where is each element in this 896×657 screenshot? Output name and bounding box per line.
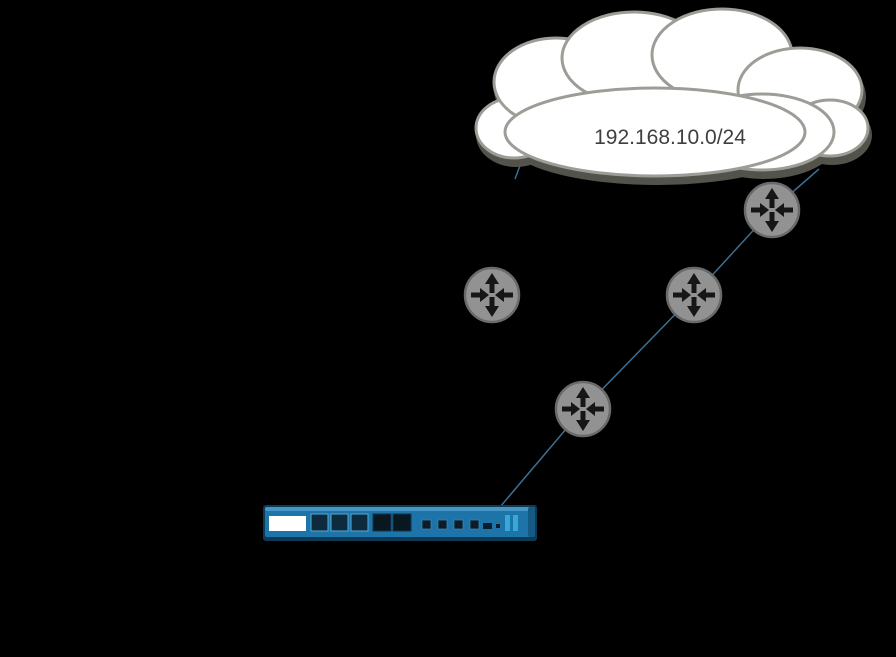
firewall-label-plate bbox=[269, 516, 306, 531]
firewall-usb-port bbox=[496, 524, 500, 528]
firewall-top-highlight bbox=[265, 507, 535, 511]
firewall-ethernet-port bbox=[453, 519, 464, 530]
firewall-ethernet-port bbox=[421, 519, 432, 530]
firewall-expansion-slot bbox=[310, 513, 329, 532]
cloud-body bbox=[474, 7, 870, 178]
firewall-expansion-slot bbox=[350, 513, 369, 532]
firewall-expansion-slot bbox=[330, 513, 349, 532]
firewall-module-bay bbox=[392, 513, 412, 532]
firewall-node[interactable] bbox=[263, 505, 537, 541]
firewall-ethernet-port bbox=[437, 519, 448, 530]
cloud-node[interactable]: 192.168.10.0/24 bbox=[474, 7, 872, 185]
cloud-subnet-label: 192.168.10.0/24 bbox=[594, 126, 746, 149]
firewall-module-bay bbox=[372, 513, 392, 532]
firewall-ethernet-port bbox=[469, 519, 480, 530]
firewall-console-port bbox=[483, 523, 492, 529]
firewall-led-bar bbox=[513, 515, 518, 531]
router-node-4[interactable] bbox=[554, 380, 612, 438]
router-node-1[interactable] bbox=[743, 181, 801, 239]
firewall-led-bar bbox=[505, 515, 510, 531]
router-node-3[interactable] bbox=[665, 266, 723, 324]
firewall-right-endcap bbox=[528, 507, 535, 537]
router-node-2[interactable] bbox=[463, 266, 521, 324]
